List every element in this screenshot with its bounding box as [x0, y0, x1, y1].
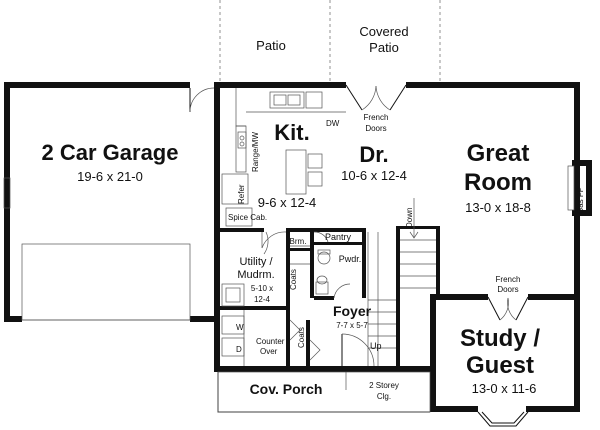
foyer-doors	[289, 245, 375, 367]
utility-size-1: 5-10 x	[251, 284, 273, 293]
utility-name-2: Mudrm.	[237, 269, 274, 281]
exterior-walls	[4, 82, 592, 412]
pantry-label: Pantry	[325, 232, 352, 242]
french-doors-study-label-1: French	[496, 275, 521, 284]
dining-name: Dr.	[359, 142, 388, 167]
garage-entry-door	[189, 87, 215, 113]
study-name-2: Guest	[466, 352, 534, 379]
counter-label-2: Over	[260, 347, 278, 356]
up-label: Up	[370, 341, 382, 351]
garage-size: 19-6 x 21-0	[77, 169, 143, 184]
study-name-1: Study /	[460, 325, 540, 352]
patio-label: Patio	[256, 38, 286, 53]
covered-patio-label-1: Covered	[359, 24, 408, 39]
interior-walls	[220, 226, 440, 366]
kitchen-name: Kit.	[274, 120, 309, 145]
utility-name-1: Utility /	[240, 256, 274, 268]
garage-name: 2 Car Garage	[42, 140, 179, 165]
bay-window	[477, 411, 529, 427]
great-room-size: 13-0 x 18-8	[465, 200, 531, 215]
two-storey-label-1: 2 Storey	[369, 381, 399, 390]
great-room-name-2: Room	[464, 169, 532, 196]
counter-label-1: Counter	[256, 337, 285, 346]
utility-fixtures	[221, 231, 269, 366]
dishwasher-label: DW	[326, 119, 340, 128]
gas-fp-label: Gas FP	[576, 187, 585, 214]
closet-doors	[261, 231, 329, 249]
two-storey-label-2: Clg.	[377, 392, 391, 401]
patio-outline	[219, 0, 441, 82]
porch-name: Cov. Porch	[250, 381, 323, 397]
foyer-size: 7-7 x 5-7	[336, 321, 368, 330]
covered-patio-label-2: Patio	[369, 40, 399, 55]
dryer-label: D	[236, 345, 242, 354]
down-label: Down	[405, 208, 414, 228]
kitchen-island	[285, 149, 323, 195]
range-label: Range/MW	[251, 132, 260, 172]
coats-label-1: Coats	[289, 269, 298, 290]
french-doors-top	[345, 84, 407, 111]
spice-cab-label: Spice Cab.	[228, 213, 267, 222]
garage-door	[3, 177, 191, 321]
kitchen-counters	[221, 88, 346, 227]
powder-label: Pwdr.	[339, 254, 362, 264]
dining-size: 10-6 x 12-4	[341, 168, 407, 183]
fireplace	[567, 165, 575, 211]
kitchen-size: 9-6 x 12-4	[258, 195, 317, 210]
french-doors-top-label-2: Doors	[365, 124, 386, 133]
french-doors-study	[487, 296, 529, 321]
powder-fixtures	[315, 249, 351, 299]
staircase	[367, 198, 436, 366]
french-doors-study-label-2: Doors	[497, 285, 518, 294]
french-doors-top-label-1: French	[364, 113, 389, 122]
broom-label: Brm.	[290, 237, 307, 246]
utility-size-2: 12-4	[254, 295, 271, 304]
study-size: 13-0 x 11-6	[472, 381, 537, 396]
coats-label-2: Coats	[297, 327, 306, 348]
great-room-name-1: Great	[467, 140, 530, 167]
refer-label: Refer	[237, 184, 246, 204]
foyer-name: Foyer	[333, 303, 372, 319]
washer-label: W	[236, 323, 244, 332]
porch-outline	[217, 371, 431, 413]
